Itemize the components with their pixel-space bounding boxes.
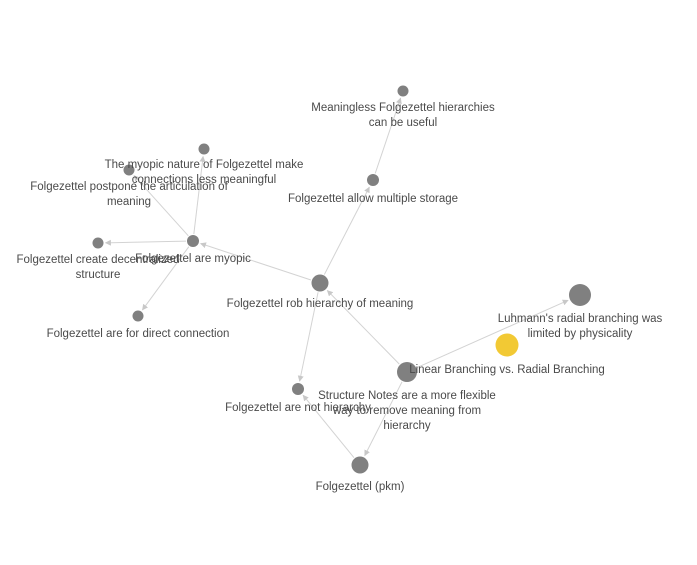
node-label-structure-notes: Structure Notes are a more flexible way t… (318, 390, 496, 432)
node-label-line: limited by physicality (528, 328, 633, 340)
node-label-myopic-nature: The myopic nature of Folgezettel make con… (105, 159, 304, 186)
graph-node-active[interactable] (495, 333, 519, 357)
graph-node-folgezettel-pkm[interactable] (351, 456, 369, 474)
node-label-meaningless: Meaningless Folgezettel hierarchies can b… (311, 102, 495, 129)
node-label-postpone: Folgezettel postpone the articulation of… (30, 181, 228, 208)
node-label-line: can be useful (369, 117, 437, 129)
edge-rob-hierarchy-to-are-myopic (200, 242, 312, 281)
node-label-line: structure (76, 269, 121, 281)
node-label-direct-connection: Folgezettel are for direct connection (47, 328, 230, 340)
node-label-line: The myopic nature of Folgezettel make (105, 159, 304, 171)
nodes-layer (92, 85, 591, 474)
node-label-line: connections less meaningful (132, 174, 276, 186)
node-label-line: Folgezettel allow multiple storage (288, 193, 458, 205)
node-label-allow-storage: Folgezettel allow multiple storage (288, 193, 458, 205)
edges-layer (104, 97, 569, 458)
edge-rob-hierarchy-to-allow-storage (323, 186, 370, 275)
node-label-line: Luhmann's radial branching was (498, 313, 663, 325)
graph-node-postpone[interactable] (123, 164, 135, 176)
graph-node-meaningless[interactable] (397, 85, 409, 97)
edge-are-myopic-to-create-decentralized (104, 239, 187, 246)
node-label-line: Folgezettel (pkm) (316, 481, 405, 493)
graph-node-myopic-nature[interactable] (198, 143, 210, 155)
node-label-luhmann-radial: Luhmann's radial branching was limited by… (498, 313, 663, 340)
node-label-line: Structure Notes are a more flexible (318, 390, 496, 402)
edge-are-myopic-to-postpone (133, 175, 189, 237)
graph-node-linear-radial[interactable] (397, 362, 417, 382)
node-label-line: hierarchy (383, 420, 431, 432)
graph-node-not-hierarchy[interactable] (292, 383, 304, 395)
edge-are-myopic-to-direct-connection (142, 246, 190, 311)
node-label-line: Linear Branching vs. Radial Branching (409, 364, 605, 376)
node-label-create-decentralized: Folgezettel create decentralized structur… (16, 254, 179, 281)
edge-folgezettel-pkm-to-not-hierarchy (302, 394, 355, 458)
graph-node-are-myopic[interactable] (187, 235, 199, 247)
edge-are-myopic-to-myopic-nature (193, 155, 206, 235)
node-label-line: Folgezettel are myopic (135, 253, 251, 265)
node-label-not-hierarchy: Folgezettel are not hierarchy (225, 402, 371, 414)
node-label-line: Folgezettel are for direct connection (47, 328, 230, 340)
node-label-linear-radial: Linear Branching vs. Radial Branching (409, 364, 605, 376)
graph-node-direct-connection[interactable] (132, 310, 144, 322)
edge-allow-storage-to-meaningless (374, 97, 402, 174)
edge-linear-radial-to-folgezettel-pkm (364, 381, 403, 457)
node-label-line: Folgezettel are not hierarchy (225, 402, 371, 414)
node-label-folgezettel-pkm: Folgezettel (pkm) (316, 481, 405, 493)
node-label-rob-hierarchy: Folgezettel rob hierarchy of meaning (227, 298, 414, 310)
graph-node-rob-hierarchy[interactable] (311, 274, 329, 292)
node-label-are-myopic: Folgezettel are myopic (135, 253, 251, 265)
graph-node-luhmann-radial[interactable] (569, 284, 591, 306)
graph-node-create-decentralized[interactable] (92, 237, 104, 249)
node-label-line: Folgezettel rob hierarchy of meaning (227, 298, 414, 310)
edge-linear-radial-to-luhmann-radial (416, 299, 569, 368)
node-label-line: Folgezettel create decentralized (16, 254, 179, 266)
edge-rob-hierarchy-to-not-hierarchy (297, 292, 319, 382)
node-label-line: Meaningless Folgezettel hierarchies (311, 102, 495, 114)
node-label-line: Folgezettel postpone the articulation of (30, 181, 228, 193)
node-label-line: way to remove meaning from (332, 405, 481, 417)
edge-linear-radial-to-rob-hierarchy (326, 290, 400, 365)
node-label-line: meaning (107, 196, 151, 208)
graph-node-allow-storage[interactable] (367, 174, 379, 186)
labels-layer: Meaningless Folgezettel hierarchies can b… (16, 102, 662, 493)
